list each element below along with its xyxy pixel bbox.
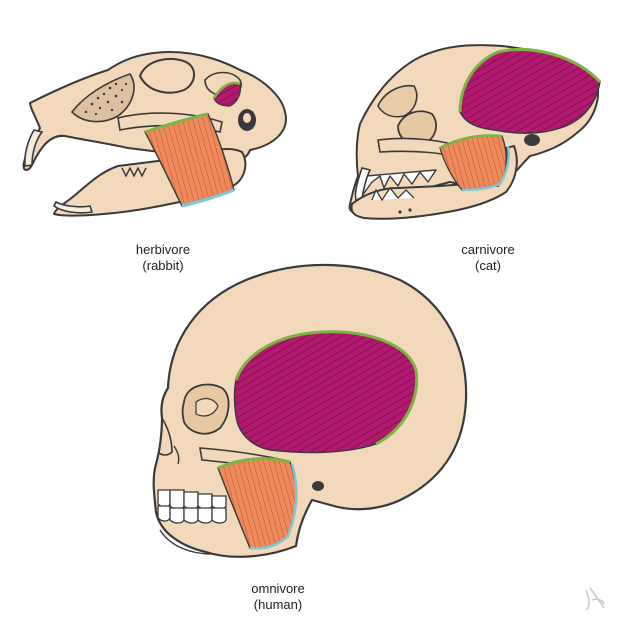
human-animal-label: (human) — [253, 597, 303, 612]
cat-caption: carnivore (cat) — [423, 242, 553, 274]
rabbit-animal-label: (rabbit) — [142, 258, 184, 273]
human-skull — [152, 263, 468, 558]
human-teeth — [157, 489, 227, 524]
cat-skull — [348, 44, 602, 220]
rabbit-skull — [22, 51, 287, 217]
rabbit-rostrum-fenestra — [70, 73, 135, 123]
cat-mandible — [350, 145, 518, 220]
cat-animal-label: (cat) — [475, 258, 501, 273]
rabbit-caption: herbivore (rabbit) — [98, 242, 228, 274]
human-diet-label: omnivore — [251, 581, 305, 596]
rabbit-diet-label: herbivore — [135, 242, 191, 257]
artist-signature-icon — [585, 587, 605, 611]
cat-diet-label: carnivore — [461, 242, 515, 257]
human-caption: omnivore (human) — [213, 581, 343, 613]
